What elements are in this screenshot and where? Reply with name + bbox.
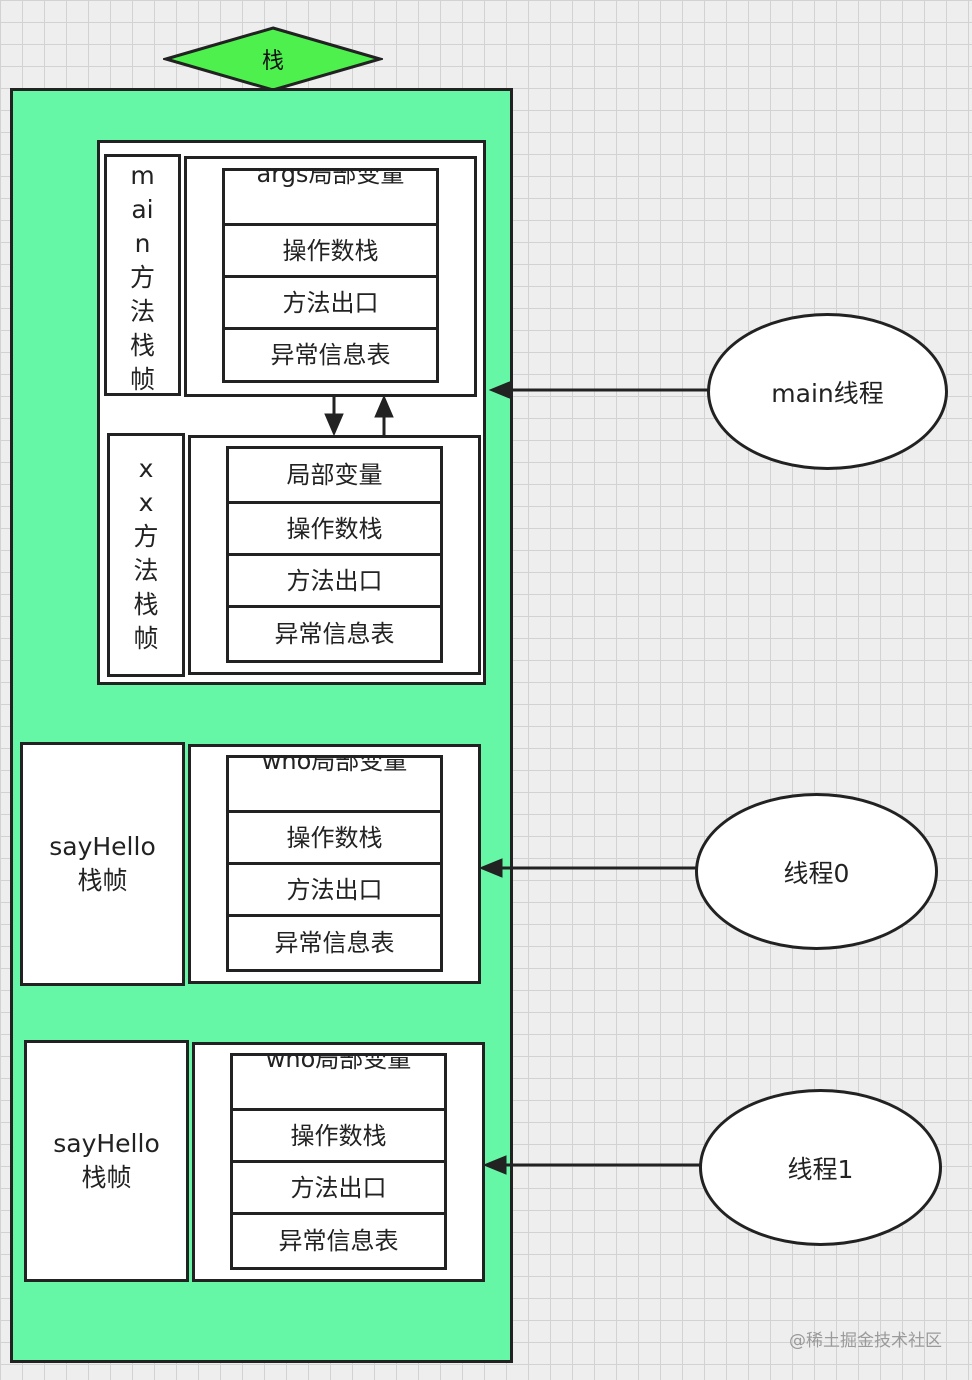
main-thread-node: main线程 [707, 313, 948, 470]
main-frame-label-char: m [130, 161, 155, 190]
xx-frame-label: x x 方 法 栈 帧 [107, 433, 185, 677]
sayhello-frame-0-row-exception-table: 异常信息表 [226, 914, 443, 972]
xx-frame-label-char: 帧 [133, 624, 159, 653]
xx-frame-label-char: 方 [133, 522, 159, 551]
xx-frame-row-operand-stack: 操作数栈 [226, 501, 443, 556]
main-frame-row-operand-stack: 操作数栈 [222, 223, 439, 278]
sayhello-frame-0-row-operand-stack: 操作数栈 [226, 810, 443, 865]
sayhello-frame-1-rows: who局部变量 操作数栈 方法出口 异常信息表 [230, 1053, 447, 1270]
main-frame-label-char: 法 [129, 297, 155, 326]
sayhello-frame-1-row-operand-stack: 操作数栈 [230, 1108, 447, 1163]
main-frame-label-char: 栈 [129, 331, 155, 360]
sayhello-frame-1-label-line: sayHello [53, 1129, 160, 1158]
main-frame-row-method-exit: 方法出口 [222, 275, 439, 330]
xx-frame-label-char: x [138, 488, 154, 517]
sayhello-frame-1-row-method-exit: 方法出口 [230, 1160, 447, 1215]
sayhello-frame-1-label: sayHello 栈帧 [24, 1040, 189, 1282]
sayhello-frame-0-row-locals: who局部变量 [226, 755, 443, 813]
main-frame-label-char: n [134, 229, 151, 258]
xx-frame-label-char: x [138, 454, 154, 483]
stack-title: 栈 [261, 49, 284, 74]
main-frame-row-locals: args局部变量 [222, 168, 439, 226]
main-frame-label-char: 方 [129, 263, 155, 292]
xx-frame-row-exception-table: 异常信息表 [226, 605, 443, 663]
sayhello-frame-0-row-method-exit: 方法出口 [226, 862, 443, 917]
main-frame-rows: args局部变量 操作数栈 方法出口 异常信息表 [222, 168, 439, 383]
thread-1-node: 线程1 [699, 1089, 942, 1246]
sayhello-frame-0-label: sayHello 栈帧 [20, 742, 185, 986]
xx-frame-label-char: 栈 [133, 590, 159, 619]
sayhello-frame-1-row-exception-table: 异常信息表 [230, 1212, 447, 1270]
xx-frame-row-locals: 局部变量 [226, 446, 443, 504]
main-frame-row-exception-table: 异常信息表 [222, 327, 439, 383]
thread-0-node: 线程0 [695, 793, 938, 950]
main-frame-label-char: 帧 [129, 365, 155, 394]
main-frame-label-char: ai [131, 195, 154, 224]
sayhello-frame-1-row-locals: who局部变量 [230, 1053, 447, 1111]
sayhello-frame-0-rows: who局部变量 操作数栈 方法出口 异常信息表 [226, 755, 443, 972]
sayhello-frame-1-label-line: 栈帧 [81, 1163, 132, 1192]
sayhello-frame-0-label-line: sayHello [49, 832, 156, 861]
xx-frame-label-char: 法 [133, 556, 159, 585]
main-frame-label: m ai n 方 法 栈 帧 [104, 154, 181, 396]
watermark: @稀土掘金技术社区 [789, 1331, 942, 1351]
xx-frame-row-method-exit: 方法出口 [226, 553, 443, 608]
xx-frame-rows: 局部变量 操作数栈 方法出口 异常信息表 [226, 446, 443, 663]
stack-header: 栈 [163, 26, 383, 92]
sayhello-frame-0-label-line: 栈帧 [77, 866, 128, 895]
